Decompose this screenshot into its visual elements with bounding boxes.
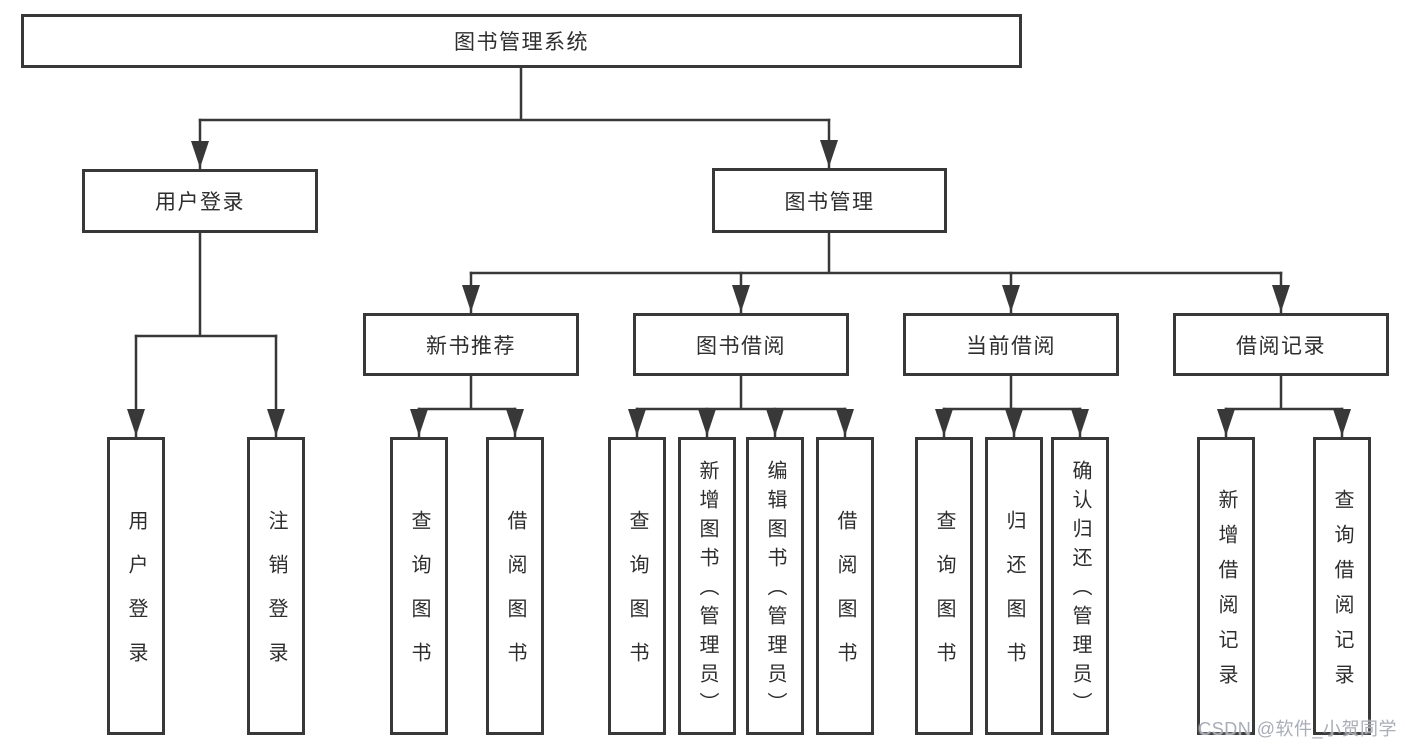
node-book-borrow: 图书借阅 — [633, 313, 849, 376]
leaf-query-books-1-label: 查询图书 — [408, 510, 430, 686]
node-book-management: 图书管理 — [712, 168, 947, 233]
connector-records-trunk — [1224, 374, 1344, 411]
node-borrow-records: 借阅记录 — [1173, 313, 1389, 376]
leaf-query-books-2: 查询图书 — [608, 437, 666, 735]
leaf-borrow-books-2-label: 借阅图书 — [834, 510, 856, 686]
leaf-return-book-label: 归还图书 — [1003, 510, 1025, 686]
node-root: 图书管理系统 — [21, 14, 1022, 68]
leaf-confirm-return-admin: 确认归还（管理员） — [1051, 437, 1109, 735]
leaf-return-book: 归还图书 — [985, 437, 1043, 735]
leaf-query-books-3-label: 查询图书 — [933, 510, 955, 686]
node-new-book-recommend: 新书推荐 — [363, 313, 579, 376]
leaf-add-book-admin-label: 新增图书（管理员） — [696, 460, 718, 721]
leaf-add-book-admin: 新增图书（管理员） — [678, 437, 736, 735]
connector-login-trunk — [134, 231, 278, 338]
leaf-add-borrow-record-label: 新增借阅记录 — [1215, 488, 1237, 699]
connector-current-trunk — [942, 374, 1082, 411]
leaf-add-borrow-record: 新增借阅记录 — [1197, 437, 1255, 735]
leaf-query-books-3: 查询图书 — [915, 437, 973, 735]
leaf-borrow-books-1: 借阅图书 — [486, 437, 544, 735]
leaf-logout: 注销登录 — [247, 437, 305, 735]
csdn-watermark: CSDN @软件_小贺同学 — [1198, 719, 1397, 739]
node-current-borrow: 当前借阅 — [903, 313, 1119, 376]
leaf-query-borrow-record-label: 查询借阅记录 — [1331, 488, 1353, 699]
leaf-edit-book-admin-label: 编辑图书（管理员） — [764, 460, 786, 721]
leaf-query-books-2-label: 查询图书 — [626, 510, 648, 686]
leaf-query-borrow-record: 查询借阅记录 — [1313, 437, 1371, 735]
node-borrow-records-label: 借阅记录 — [1236, 334, 1326, 358]
node-book-borrow-label: 图书借阅 — [696, 334, 786, 358]
leaf-edit-book-admin: 编辑图书（管理员） — [746, 437, 804, 735]
leaf-user-login: 用户登录 — [107, 437, 165, 735]
node-user-login-group: 用户登录 — [82, 169, 318, 233]
connector-root-trunk — [198, 66, 831, 122]
leaf-user-login-label: 用户登录 — [125, 510, 147, 686]
leaf-query-books-1: 查询图书 — [390, 437, 448, 735]
connector-borrow-trunk — [635, 374, 847, 411]
node-user-login-group-label: 用户登录 — [155, 191, 245, 214]
leaf-borrow-books-1-label: 借阅图书 — [504, 510, 526, 686]
connector-recommend-trunk — [417, 374, 517, 411]
connector-mgmt-trunk — [469, 231, 1283, 275]
node-book-management-label: 图书管理 — [784, 190, 875, 214]
leaf-borrow-books-2: 借阅图书 — [816, 437, 874, 735]
leaf-logout-label: 注销登录 — [265, 510, 287, 686]
node-root-label: 图书管理系统 — [454, 31, 589, 54]
node-current-borrow-label: 当前借阅 — [966, 334, 1056, 358]
leaf-confirm-return-admin-label: 确认归还（管理员） — [1069, 460, 1091, 721]
node-new-book-recommend-label: 新书推荐 — [426, 334, 516, 358]
